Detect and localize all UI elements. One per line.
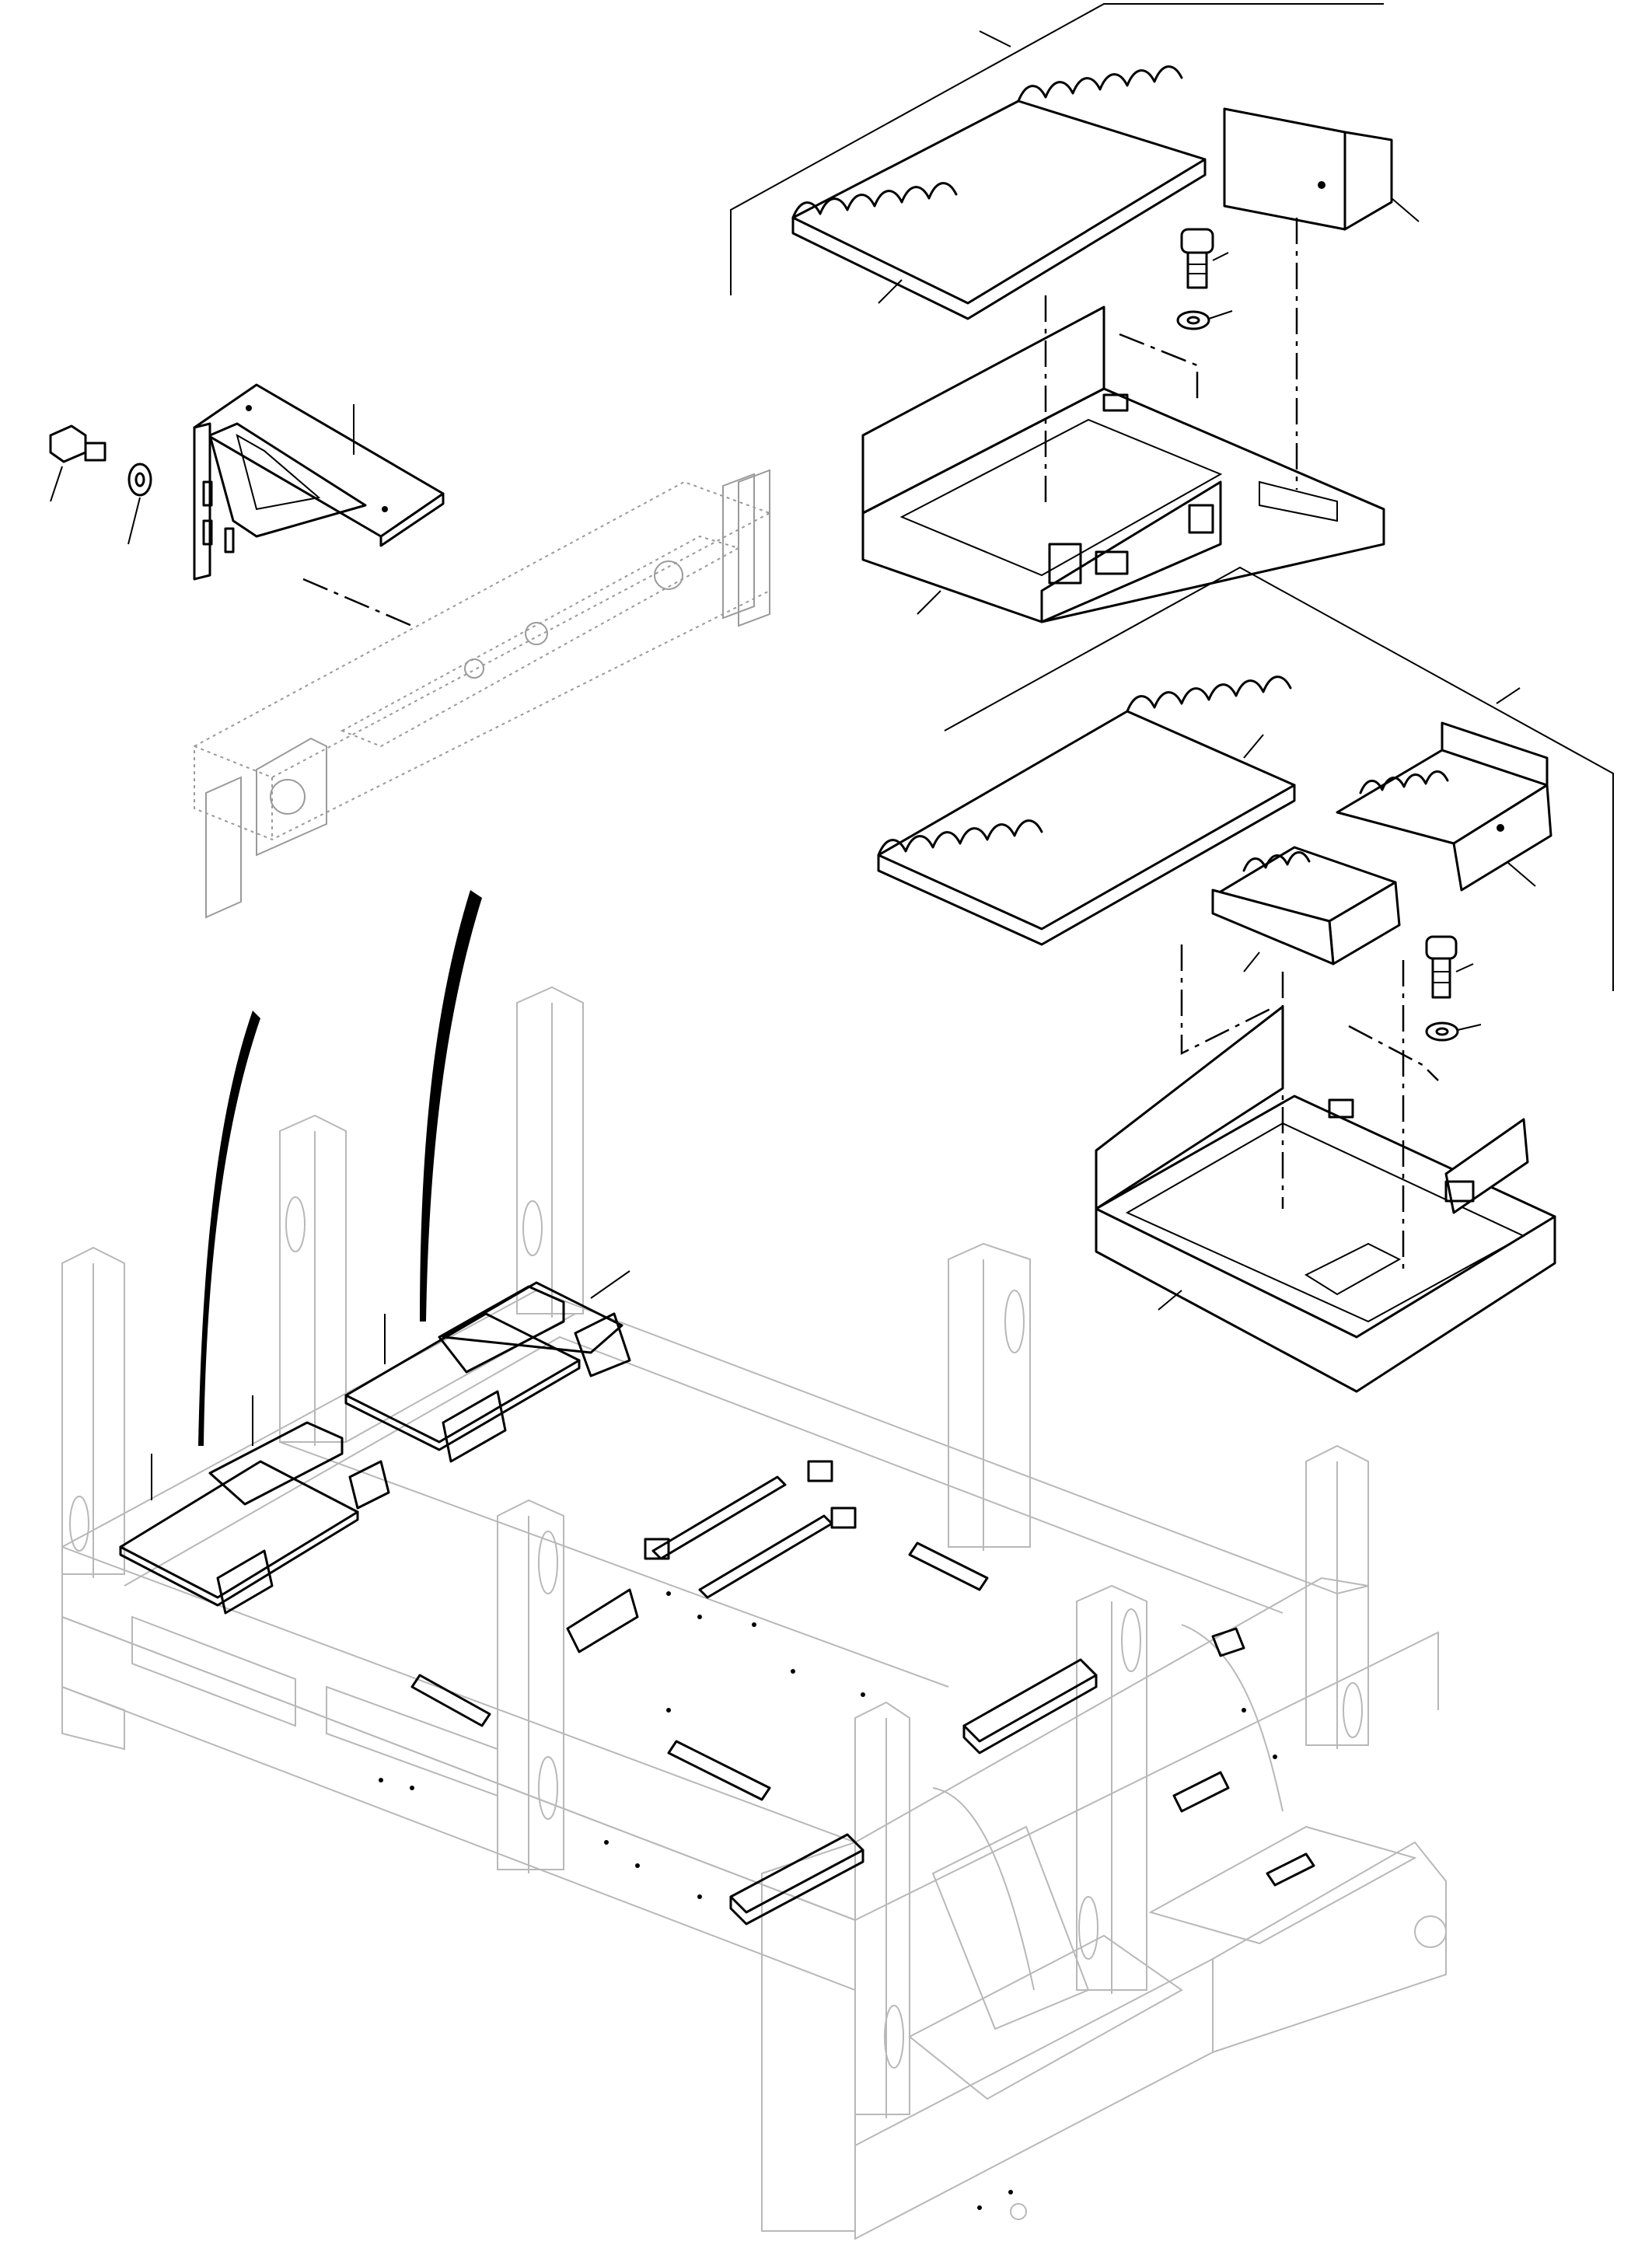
tray-base-upper (861, 218, 1385, 623)
assembly-bracket-lower (944, 566, 1614, 991)
upright-post-8 (854, 1701, 910, 2118)
battery-tray-assembly-lower (877, 566, 1614, 1393)
frame-tray-right (442, 1270, 631, 1377)
end-bracket-large (1336, 721, 1552, 892)
upright-post-1 (61, 1246, 125, 1578)
frame-tray-middle (344, 1285, 581, 1463)
tray-cover-upper (791, 65, 1207, 320)
upright-post-3 (516, 986, 584, 1318)
battery-tray-assembly-upper (730, 3, 1420, 623)
bolt-icon (1425, 935, 1474, 999)
upright-post-5 (1305, 1444, 1369, 1749)
cross-rail-upper (410, 1460, 1315, 1887)
washer-icon (127, 463, 152, 545)
tray-cover-lower (877, 676, 1296, 946)
frame-rails (61, 1289, 1447, 2240)
bolt-icon (1180, 228, 1229, 289)
frame-tray-left (119, 1395, 390, 1615)
ghost-cross-member (194, 469, 770, 919)
end-bracket-upper (1223, 107, 1420, 231)
chassis-frame (61, 890, 1447, 2240)
mounting-bracket-assembly (49, 383, 770, 919)
swoosh-arrow-right (420, 890, 482, 1322)
assembly-bracket-upper (730, 3, 1384, 295)
end-bracket-small (1211, 846, 1401, 972)
washer-icon (1425, 1021, 1482, 1042)
washer-icon (1176, 310, 1233, 330)
frame-tray-lower (729, 1658, 1098, 1926)
frame-bolt-holes (379, 1591, 1277, 2210)
support-bracket (193, 383, 445, 627)
upright-post-2 (279, 1114, 347, 1446)
bolt-icon (49, 424, 107, 502)
upright-post-6 (497, 1499, 564, 1873)
upright-post-4 (948, 1242, 1031, 1551)
tray-base-lower (1095, 944, 1556, 1393)
upright-post-7 (1076, 1584, 1147, 1994)
swoosh-arrow-left (198, 1011, 260, 1446)
leader-line (979, 30, 1011, 47)
